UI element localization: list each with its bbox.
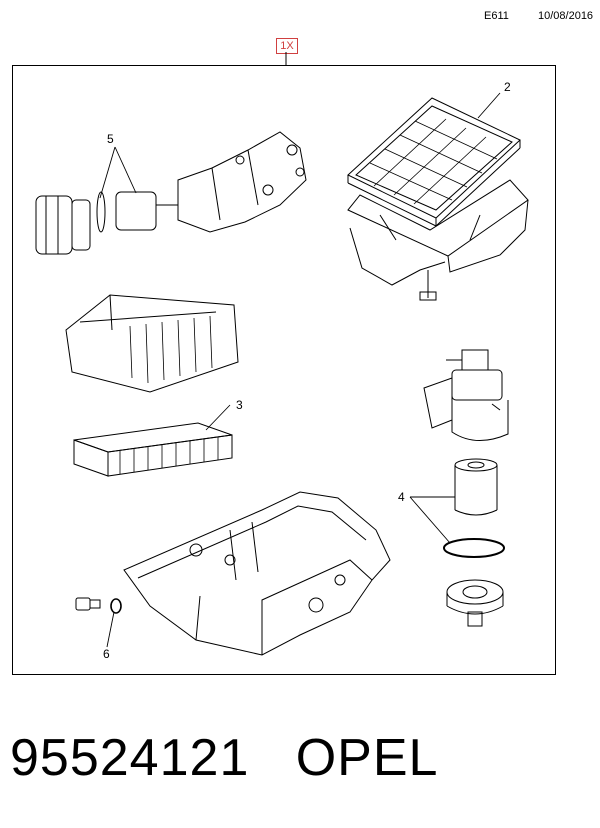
diagram-code: E611 [484, 10, 509, 22]
quantity-tag: 1X [276, 38, 298, 54]
callout-5: 5 [107, 132, 114, 146]
parts-frame [12, 65, 556, 675]
oil-pan [123, 491, 391, 656]
drain-plug [75, 597, 101, 611]
callout-3: 3 [236, 398, 243, 412]
drain-plug-washer [110, 598, 122, 614]
fuel-filter-housing [423, 349, 509, 441]
air-filter-panel [347, 97, 521, 227]
part-footer: 95524121 OPEL [10, 728, 438, 788]
callout-2: 2 [504, 80, 511, 94]
fuel-filter-cap [446, 579, 504, 627]
air-filter-housing [347, 179, 529, 301]
oil-filter-housing-assembly [35, 131, 307, 255]
cabin-air-module [65, 294, 239, 393]
callout-4: 4 [398, 490, 405, 504]
diagram-date: 10/08/2016 [538, 10, 594, 22]
fuel-filter-element [454, 458, 498, 516]
brand-name: OPEL [295, 729, 439, 787]
part-number: 95524121 [10, 729, 250, 787]
callout-6: 6 [103, 647, 110, 661]
leader-lines [99, 92, 501, 648]
fuel-filter-seal-ring [443, 538, 505, 558]
cabin-air-filter [73, 422, 233, 477]
